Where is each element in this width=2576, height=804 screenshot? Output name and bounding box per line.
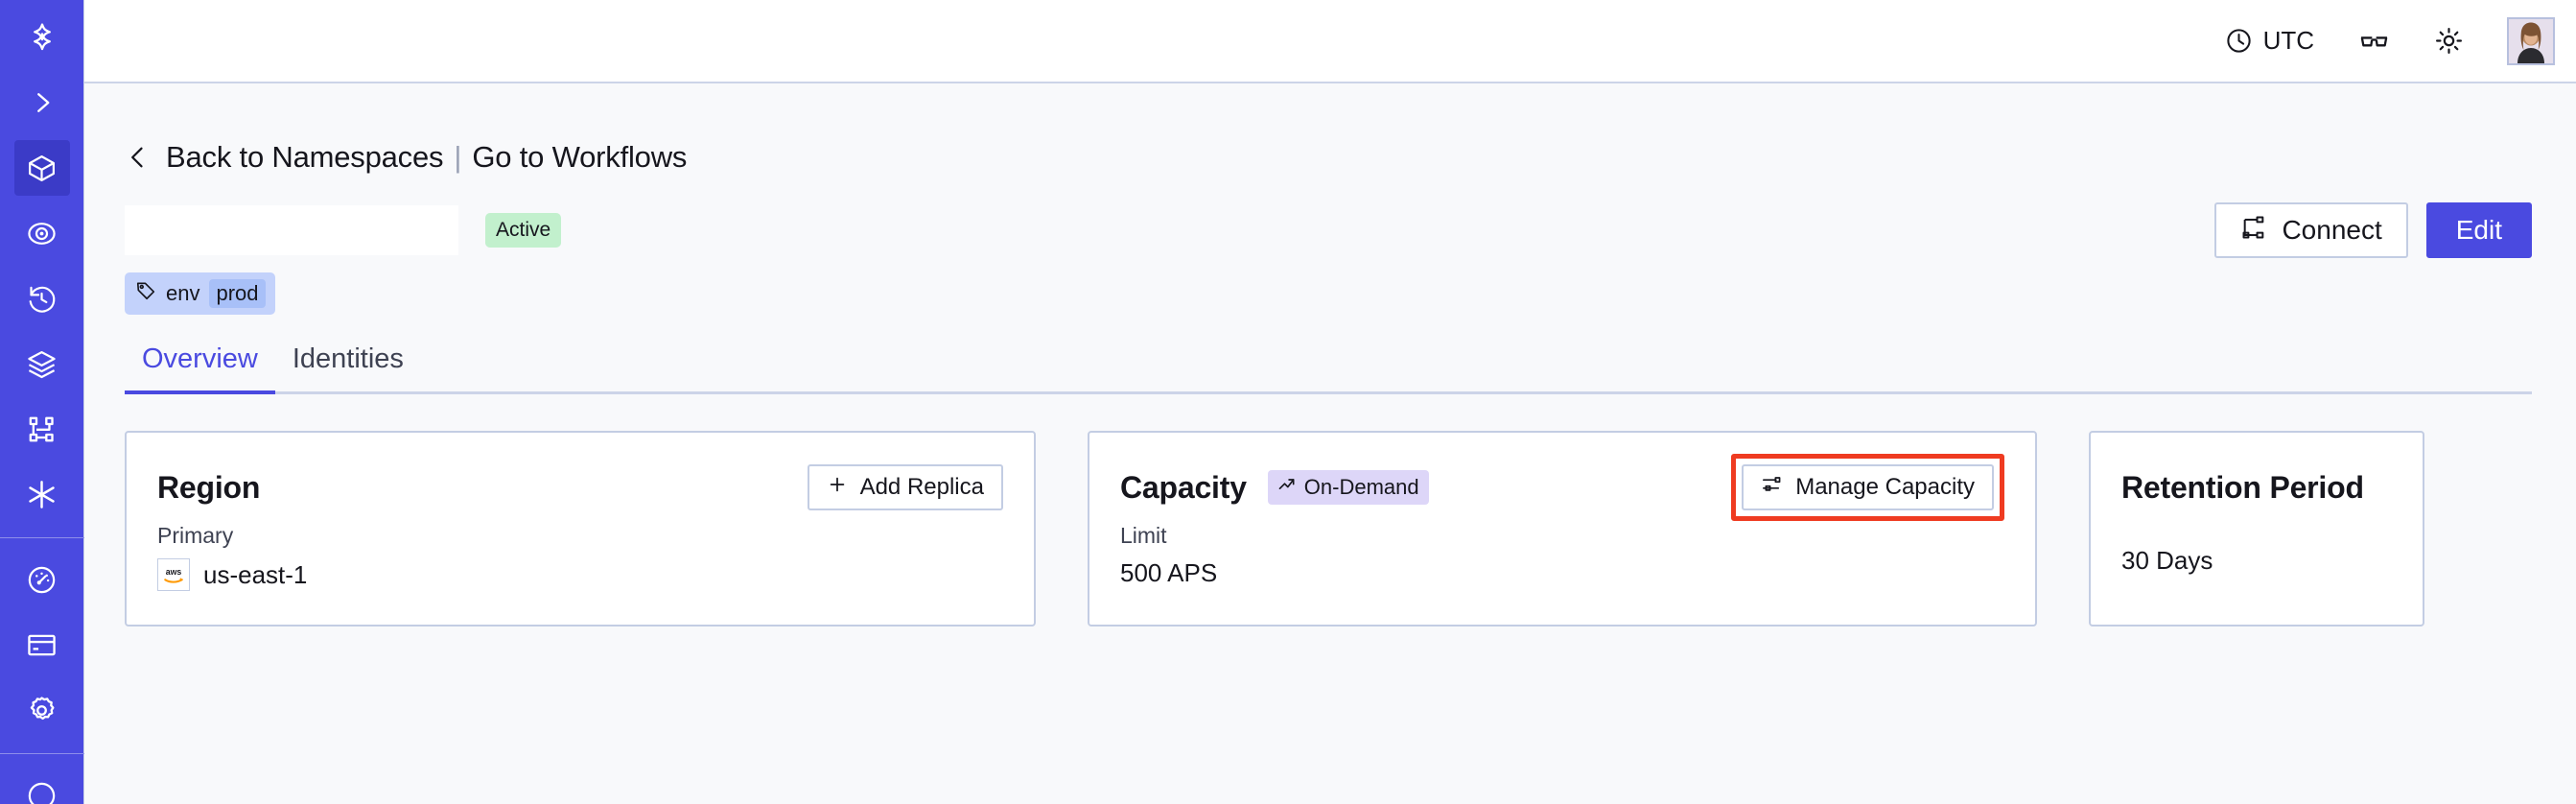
manage-capacity-label: Manage Capacity — [1795, 474, 1975, 500]
connect-button-label: Connect — [2282, 215, 2382, 245]
top-bar-actions: UTC — [2203, 16, 2555, 65]
namespace-actions: Connect Edit — [2214, 202, 2532, 258]
breadcrumb-divider: | — [454, 140, 462, 174]
chevron-right-icon — [28, 88, 57, 117]
tab-overview[interactable]: Overview — [125, 343, 275, 394]
page-content: Back to Namespaces | Go to Workflows Act… — [84, 83, 2576, 804]
sidebar-item-usage[interactable] — [14, 552, 70, 607]
on-demand-label: On-Demand — [1303, 475, 1419, 499]
manage-capacity-button[interactable]: Manage Capacity — [1742, 464, 1994, 510]
breadcrumb: Back to Namespaces | Go to Workflows — [125, 138, 2532, 177]
tag-key: env — [166, 281, 200, 305]
status-badge: Active — [485, 213, 562, 248]
theme-toggle-button[interactable] — [2412, 26, 2486, 56]
capacity-card-title: Capacity — [1120, 469, 1247, 505]
sidebar-divider — [0, 537, 84, 538]
svg-text:aws: aws — [166, 567, 182, 577]
main-area: UTC — [84, 0, 2576, 804]
sidebar-item-logo[interactable] — [14, 10, 70, 65]
sidebar-item-observability[interactable] — [14, 205, 70, 261]
avatar — [2507, 16, 2555, 65]
namespaces-cube-icon — [26, 153, 58, 184]
region-card-actions: Add Replica — [807, 464, 1003, 510]
tab-bar: Overview Identities — [125, 343, 2532, 394]
retention-card-title: Retention Period — [2121, 469, 2364, 505]
history-clock-icon — [26, 283, 58, 315]
gauge-icon — [26, 564, 58, 596]
connect-icon — [2240, 214, 2267, 248]
gear-icon — [26, 695, 58, 726]
edit-button-label: Edit — [2455, 215, 2502, 245]
back-to-namespaces-link[interactable]: Back to Namespaces — [166, 140, 444, 174]
namespace-title-row: Active — [125, 202, 2532, 258]
sidebar-item-integrations[interactable] — [14, 466, 70, 522]
user-menu-button[interactable] — [2486, 16, 2555, 65]
sidebar-item-history[interactable] — [14, 271, 70, 326]
reading-mode-button[interactable] — [2336, 25, 2412, 57]
timezone-label: UTC — [2262, 26, 2314, 55]
region-card-header: Region Add Replica — [157, 460, 1003, 515]
sidebar-item-workflows[interactable] — [14, 401, 70, 457]
sidebar-item-settings[interactable] — [14, 682, 70, 738]
region-value-row: aws us-east-1 — [157, 558, 1003, 591]
glasses-icon — [2358, 25, 2390, 57]
capacity-value-row: 500 APS — [1120, 558, 2004, 588]
add-replica-label: Add Replica — [859, 474, 984, 500]
help-icon — [26, 780, 58, 804]
on-demand-badge: On-Demand — [1267, 470, 1429, 505]
asterisk-icon — [25, 478, 59, 511]
add-replica-button[interactable]: Add Replica — [807, 464, 1003, 510]
capacity-limit-label: Limit — [1120, 523, 1167, 548]
sidebar — [0, 0, 84, 804]
sun-icon — [2434, 26, 2464, 56]
overview-cards: Region Add Replica — [125, 431, 2532, 627]
tag-value: prod — [209, 279, 266, 308]
chevron-left-icon[interactable] — [125, 141, 152, 174]
sliders-icon — [1761, 473, 1783, 502]
go-to-workflows-link[interactable]: Go to Workflows — [472, 140, 688, 174]
page-title — [125, 205, 458, 255]
tab-identities[interactable]: Identities — [292, 343, 404, 374]
timezone-selector[interactable]: UTC — [2203, 26, 2336, 56]
capacity-card-actions: Manage Capacity — [1731, 454, 2004, 521]
sidebar-item-layers[interactable] — [14, 336, 70, 391]
region-card: Region Add Replica — [125, 431, 1036, 627]
sidebar-divider-bottom — [0, 753, 84, 754]
retention-value: 30 Days — [2121, 546, 2213, 575]
plus-icon — [827, 474, 848, 502]
capacity-card-header: Capacity On-Demand — [1120, 454, 2004, 521]
sidebar-item-namespaces[interactable] — [13, 140, 70, 196]
namespace-tags: env prod — [125, 272, 2532, 315]
region-value: us-east-1 — [203, 559, 308, 589]
sidebar-item-expand[interactable] — [14, 75, 70, 130]
workflow-graph-icon — [26, 414, 58, 445]
credit-card-icon — [26, 629, 58, 661]
tag-icon — [135, 280, 156, 307]
top-bar: UTC — [84, 0, 2576, 83]
sidebar-item-help[interactable] — [14, 768, 70, 804]
retention-card: Retention Period 30 Days — [2089, 431, 2424, 627]
sidebar-item-billing[interactable] — [14, 617, 70, 673]
layers-icon — [26, 348, 58, 380]
capacity-value: 500 APS — [1120, 558, 1218, 587]
retention-card-header: Retention Period — [2121, 460, 2392, 515]
clock-icon — [2225, 27, 2253, 55]
logo-icon — [26, 21, 59, 54]
observability-eye-icon — [26, 218, 58, 249]
tag-chip-env[interactable]: env prod — [125, 272, 275, 315]
edit-button[interactable]: Edit — [2425, 202, 2532, 258]
trending-up-icon — [1277, 475, 1297, 500]
connect-button[interactable]: Connect — [2214, 202, 2408, 258]
region-primary-label: Primary — [157, 523, 234, 548]
aws-icon: aws — [157, 558, 190, 591]
region-card-title: Region — [157, 469, 261, 505]
capacity-card: Capacity On-Demand — [1088, 431, 2037, 627]
manage-capacity-highlight: Manage Capacity — [1731, 454, 2004, 521]
